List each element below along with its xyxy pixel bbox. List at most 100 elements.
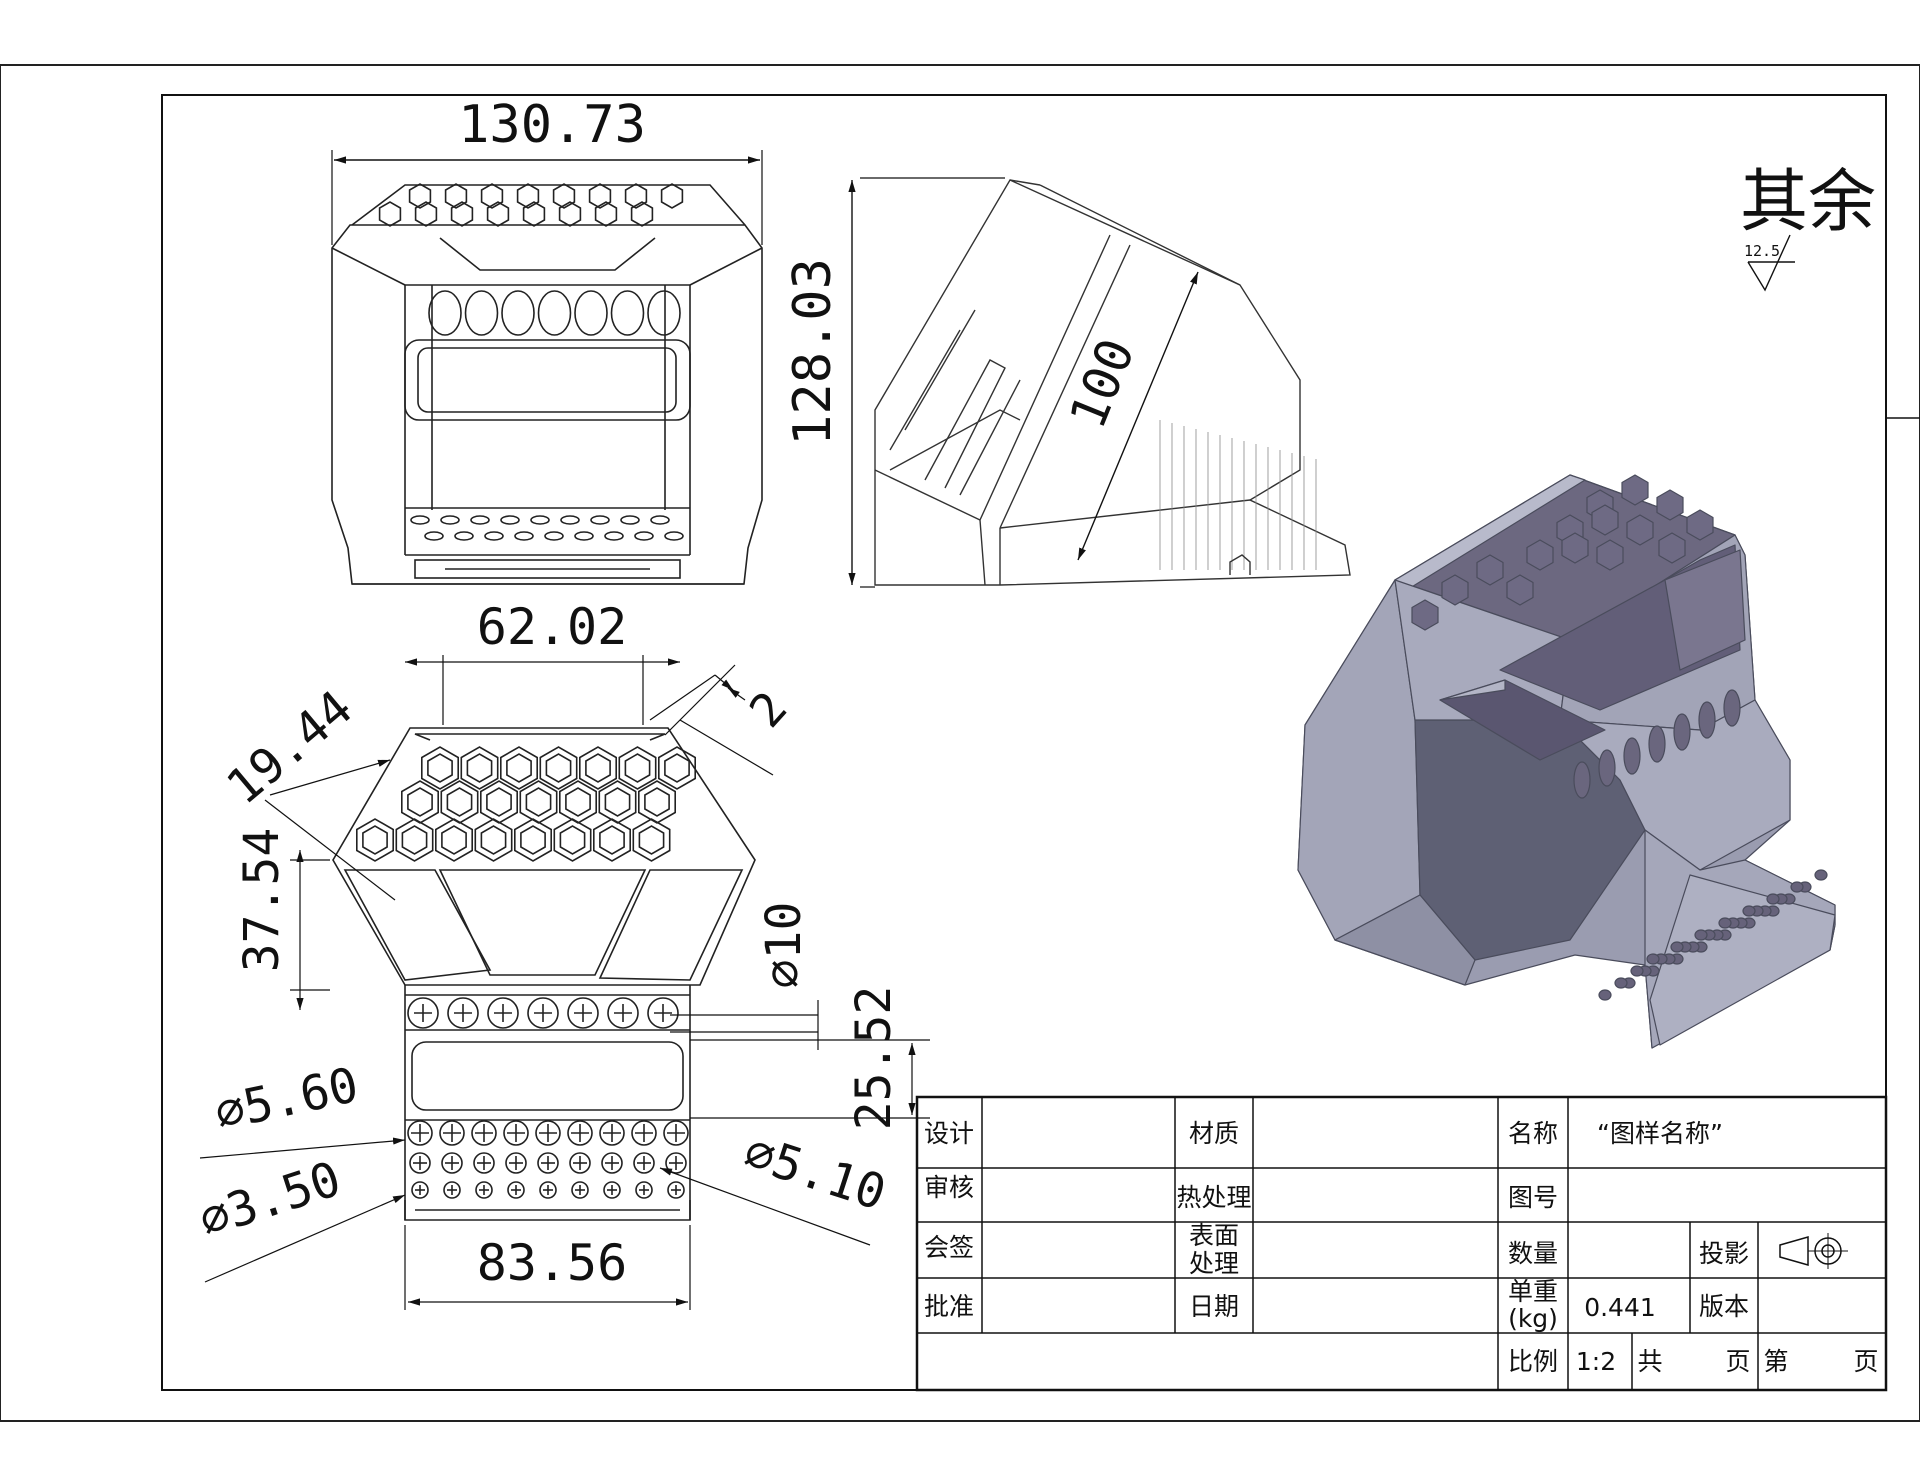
top-small-hole [663,1120,689,1146]
dim-bottom-width: 83.56 [477,1234,628,1292]
top-hex-inner [362,825,388,855]
front-hex-cell [414,201,438,227]
dim-hole-510: ∅5.10 [738,1124,893,1222]
outer-frame [0,64,1920,1422]
tb-scale: 比例 [1508,1347,1558,1376]
top-small-hole [407,1120,433,1146]
top-hex-cell [592,818,632,862]
top-small-hole [475,1181,493,1199]
top-view [332,727,756,1221]
top-hex-cell [420,746,460,790]
top-hex-inner [559,825,586,855]
isometric-model [1297,474,1836,1049]
tb-approve: 批准 [924,1292,974,1321]
front-hex-cell [480,183,504,209]
tb-material: 材质 [1189,1119,1239,1148]
front-hex-cell [378,201,402,227]
iso-small-hole [1598,989,1612,1001]
top-small-hole [601,1152,623,1174]
front-hex-cell [588,183,612,209]
top-circle-hole [647,997,679,1029]
top-hex-inner [638,825,665,855]
top-hex-cell [355,818,395,862]
front-oval-hole [590,515,610,525]
iso-pen-hole [1598,749,1616,787]
iso-hex-hole [1441,574,1469,606]
front-circle-hole [647,290,681,336]
top-hex-inner [545,753,572,783]
top-small-hole [633,1152,655,1174]
iso-hex-hole [1591,504,1619,536]
tb-scale-value: 1:2 [1576,1347,1616,1376]
tb-projection: 投影 [1699,1239,1749,1268]
iso-hex-hole [1658,532,1686,564]
front-oval-hole [634,531,654,541]
top-hex-cell [618,746,657,790]
top-hex-inner [599,825,625,855]
front-oval-hole [410,515,430,525]
front-oval-hole [440,515,460,525]
dim-front-width: 130.73 [458,95,646,155]
top-hex-cell [474,818,513,862]
front-oval-hole [620,515,640,525]
front-circle-hole [537,290,572,336]
top-hex-inner [506,753,532,783]
top-hex-cell [657,746,697,790]
tb-design: 设计 [924,1119,974,1148]
iso-small-hole [1718,917,1732,929]
iso-pen-hole [1698,701,1716,739]
front-circle-hole [574,290,608,336]
tb-quantity: 数量 [1508,1239,1558,1268]
dim-depth: 37.54 [234,828,290,973]
iso-small-hole [1694,929,1708,941]
top-small-hole [539,1181,557,1199]
top-small-hole [635,1181,653,1199]
roughness-label: 其余 [1740,163,1876,242]
tb-heat: 热处理 [1176,1183,1251,1212]
front-oval-hole [500,515,520,525]
iso-small-hole [1630,965,1644,977]
tb-total: 共 [1637,1347,1662,1376]
top-small-hole [569,1152,591,1174]
top-hex-inner [604,787,631,817]
top-hex-inner [401,825,428,855]
iso-hex-hole [1476,554,1504,586]
tb-surface-2: 处理 [1189,1249,1239,1278]
top-hex-inner [446,787,473,817]
tb-name-value: “图样名称” [1597,1119,1723,1148]
top-hex-cell [539,746,578,790]
dim-pitch: 19.44 [216,680,363,816]
tb-date: 日期 [1189,1292,1239,1321]
iso-pen-hole [1573,761,1591,799]
front-circle-hole [464,290,499,336]
front-hex-cell [486,201,510,227]
iso-small-hole [1646,953,1660,965]
front-hex-cell [630,201,654,227]
top-small-hole [507,1181,525,1199]
iso-pen-hole [1673,713,1691,751]
tb-sheet: 第 [1763,1347,1788,1376]
top-hex-inner [480,825,507,855]
top-hex-inner [407,787,433,817]
front-oval-hole [470,515,490,525]
top-hex-inner [565,787,591,817]
top-hex-inner [664,753,690,783]
iso-hex-hole [1656,489,1684,521]
tb-version: 版本 [1699,1292,1749,1321]
top-small-hole [505,1152,527,1174]
front-oval-hole [424,531,444,541]
front-oval-hole [604,531,624,541]
iso-hex-hole [1626,514,1654,546]
top-hex-cell [460,746,499,790]
top-circle-hole [487,997,519,1029]
iso-small-hole [1766,893,1780,905]
top-small-hole [537,1152,559,1174]
dim-side-slant: 100 [1058,331,1146,436]
tb-sign: 会签 [924,1233,974,1262]
front-circle-hole [428,290,462,336]
front-hex-cell [660,183,684,209]
iso-pen-hole [1648,725,1666,763]
top-small-hole [443,1181,461,1199]
iso-hex-hole [1621,474,1649,506]
front-oval-hole [514,531,534,541]
